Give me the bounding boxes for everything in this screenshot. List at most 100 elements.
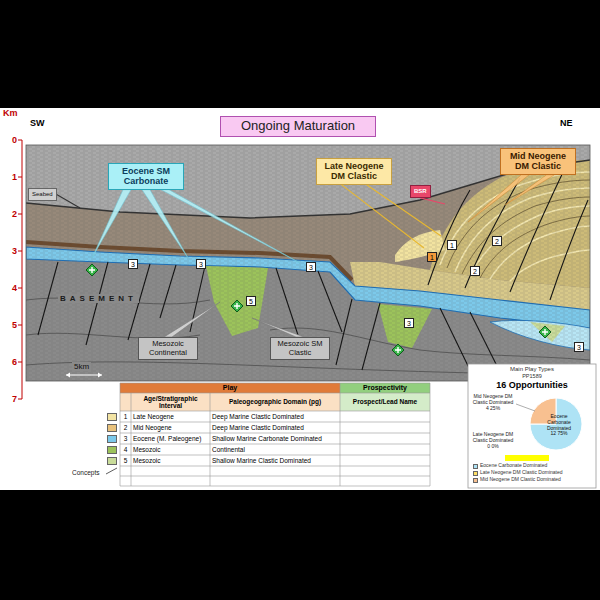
diamond-shape bbox=[86, 264, 98, 276]
callout-wedge bbox=[252, 318, 304, 337]
text-label: Late Neogene DM Clastic Dominated 0 0% bbox=[471, 432, 515, 449]
text-label: SW bbox=[30, 118, 45, 128]
table-grid bbox=[120, 383, 430, 486]
pie-panel bbox=[468, 364, 596, 488]
text-label: Main Play Types bbox=[470, 366, 594, 373]
legend-text: 1 bbox=[120, 411, 131, 422]
text-label: 7 bbox=[2, 394, 17, 404]
legend-swatch bbox=[473, 471, 478, 476]
title-box: Ongoing Maturation bbox=[220, 116, 376, 137]
callout-number: 1 bbox=[427, 252, 437, 262]
text-label: 1 bbox=[2, 172, 17, 182]
section-frame bbox=[26, 145, 590, 381]
diamond-cross bbox=[89, 267, 95, 273]
pie-leader bbox=[516, 404, 535, 411]
table-subheader bbox=[340, 393, 430, 411]
legend-text: Mid Neogene DM Clastic Dominated bbox=[480, 477, 561, 483]
text-label: 6 bbox=[2, 357, 17, 367]
legend-text: Late Neogene DM Clastic Dominated bbox=[480, 470, 563, 476]
callout-box: Seabed bbox=[28, 188, 57, 201]
callout-box: Mesozoic SM Clastic bbox=[270, 337, 330, 360]
callout-text: Eocene SM Carbonate bbox=[112, 166, 180, 187]
callout-box: Mesozoic Continental bbox=[138, 337, 198, 360]
table-cell: Mid Neogene bbox=[131, 422, 210, 433]
text-label: Concepts bbox=[72, 469, 99, 476]
callout-wedge bbox=[468, 175, 529, 222]
legend-swatch bbox=[107, 446, 117, 454]
table-cell: Shallow Marine Carbonate Dominated bbox=[210, 433, 340, 444]
title-text: Ongoing Maturation bbox=[224, 119, 372, 134]
callout-wedge bbox=[505, 175, 555, 205]
callout-wedge bbox=[92, 190, 131, 258]
highlight-bar bbox=[505, 455, 549, 461]
callout-number: 3 bbox=[196, 259, 206, 269]
callout-box: Mid Neogene DM Clastic bbox=[500, 148, 576, 175]
legend-swatch bbox=[107, 457, 117, 465]
slide-ground bbox=[0, 108, 600, 490]
legend-swatch bbox=[107, 413, 117, 421]
text-label: Km bbox=[3, 108, 18, 118]
table-cell: Continental bbox=[210, 444, 340, 455]
callout-text: Mesozoic Continental bbox=[142, 340, 194, 357]
callout-number: 2 bbox=[470, 266, 480, 276]
scale-bar-heads bbox=[66, 373, 102, 378]
text-label: BASEMENT bbox=[58, 294, 139, 303]
diamond-cross bbox=[395, 347, 401, 353]
table-header-prospectivity bbox=[340, 383, 430, 393]
text-label: 0 bbox=[2, 135, 17, 145]
table-cell: Age/Stratigraphic Interval bbox=[131, 393, 210, 411]
table-cell: Late Neogene bbox=[131, 411, 210, 422]
table-cell: Prospectivity bbox=[340, 383, 430, 393]
leader-line bbox=[420, 198, 445, 204]
text-label: 4 bbox=[2, 283, 17, 293]
text-label: 16 Opportunities bbox=[470, 380, 594, 390]
table-cell: Deep Marine Clastic Dominated bbox=[210, 411, 340, 422]
callout-wedge bbox=[164, 302, 220, 337]
legend-text: 3 bbox=[120, 433, 131, 444]
legend-swatch bbox=[107, 424, 117, 432]
table-subheader bbox=[120, 393, 340, 411]
leader-line bbox=[57, 194, 80, 208]
diamond-cross bbox=[234, 303, 240, 309]
callout-box: Eocene SM Carbonate bbox=[108, 163, 184, 190]
seismic-texture-overlay bbox=[26, 145, 590, 381]
legend-text: 4 bbox=[120, 444, 131, 455]
text-label: Eocene Carbonate Dominated 12 75% bbox=[544, 414, 574, 437]
table-cell: Paleogeographic Domain (pg) bbox=[210, 393, 340, 411]
callout-number: 1 bbox=[447, 240, 457, 250]
legend-text: Eocene Carbonate Dominated bbox=[480, 463, 547, 469]
concepts-pointer bbox=[106, 468, 117, 474]
depth-axis bbox=[18, 140, 22, 399]
callout-number: 3 bbox=[574, 342, 584, 352]
prospect-diamond bbox=[539, 326, 551, 338]
scale-bar bbox=[66, 374, 102, 375]
diamond-shape bbox=[231, 300, 243, 312]
callout-text: BSR bbox=[414, 188, 427, 195]
prospect-diamond bbox=[86, 264, 98, 276]
table-cell: Play bbox=[120, 383, 340, 393]
legend-swatch bbox=[107, 435, 117, 443]
text-label: PP1589 bbox=[470, 373, 594, 379]
callout-number: 3 bbox=[128, 259, 138, 269]
table-cell: Mesozoic bbox=[131, 444, 210, 455]
basement-fill bbox=[26, 145, 590, 381]
text-label: 5km bbox=[72, 362, 91, 371]
callout-text: Mid Neogene DM Clastic bbox=[504, 151, 572, 172]
table-cell: Eocene (M. Paleogene) bbox=[131, 433, 210, 444]
callout-text: Late Neogene DM Clastic bbox=[320, 161, 388, 182]
callout-box: BSR bbox=[410, 185, 431, 198]
text-label: NE bbox=[560, 118, 573, 128]
prospect-diamond bbox=[392, 344, 404, 356]
callout-number: 3 bbox=[306, 262, 316, 272]
diamond-shape bbox=[539, 326, 551, 338]
table-cell: Shallow Marine Clastic Dominated bbox=[210, 455, 340, 466]
diamond-shape bbox=[392, 344, 404, 356]
callout-box: Late Neogene DM Clastic bbox=[316, 158, 392, 185]
callout-number: 3 bbox=[404, 318, 414, 328]
callout-wedge bbox=[161, 190, 300, 263]
text-label: 2 bbox=[2, 209, 17, 219]
legend-swatch bbox=[473, 478, 478, 483]
table-cell: Prospect/Lead Name bbox=[340, 393, 430, 411]
text-label: 3 bbox=[2, 246, 17, 256]
